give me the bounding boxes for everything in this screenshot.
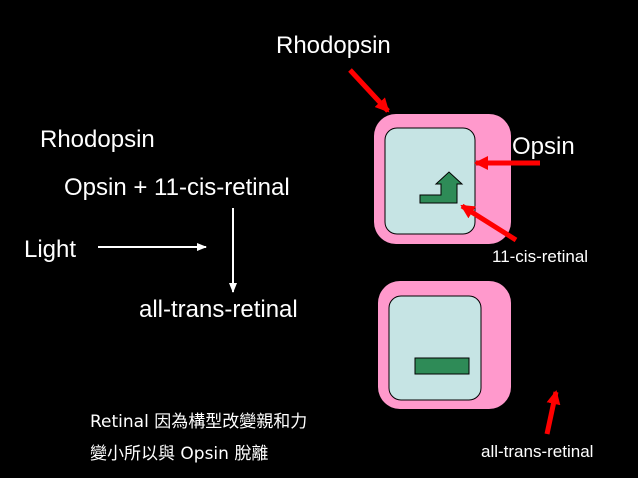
opsin-inner-top xyxy=(384,127,476,235)
pointer-arrow-cis-retinal xyxy=(460,203,518,243)
rhodopsin-shape-top xyxy=(374,114,511,244)
pointer-arrow-all-trans xyxy=(544,390,561,435)
opsin-equation-label: Opsin + 11-cis-retinal xyxy=(64,174,290,201)
light-label: Light xyxy=(24,236,77,263)
rhodopsin-label-top: Rhodopsin xyxy=(276,32,391,59)
note-line-1: Retinal 因為構型改變親和力 xyxy=(90,412,308,432)
rhodopsin-shape-bottom xyxy=(378,281,511,409)
opsin-inner-bottom xyxy=(388,295,482,401)
opsin-label-right: Opsin xyxy=(512,133,575,160)
pointer-arrow-rhodopsin xyxy=(348,68,390,113)
rhodopsin-label-left: Rhodopsin xyxy=(40,126,155,153)
all-trans-retinal-label: all-trans-retinal xyxy=(139,296,298,323)
cis-retinal-label-right: 11-cis-retinal xyxy=(492,247,589,266)
all-trans-retinal-icon xyxy=(414,357,470,375)
cis-retinal-icon xyxy=(419,171,464,204)
note-line-2: 變小所以與 Opsin 脫離 xyxy=(90,444,269,464)
all-trans-retinal-label-right: all-trans-retinal xyxy=(481,442,594,461)
